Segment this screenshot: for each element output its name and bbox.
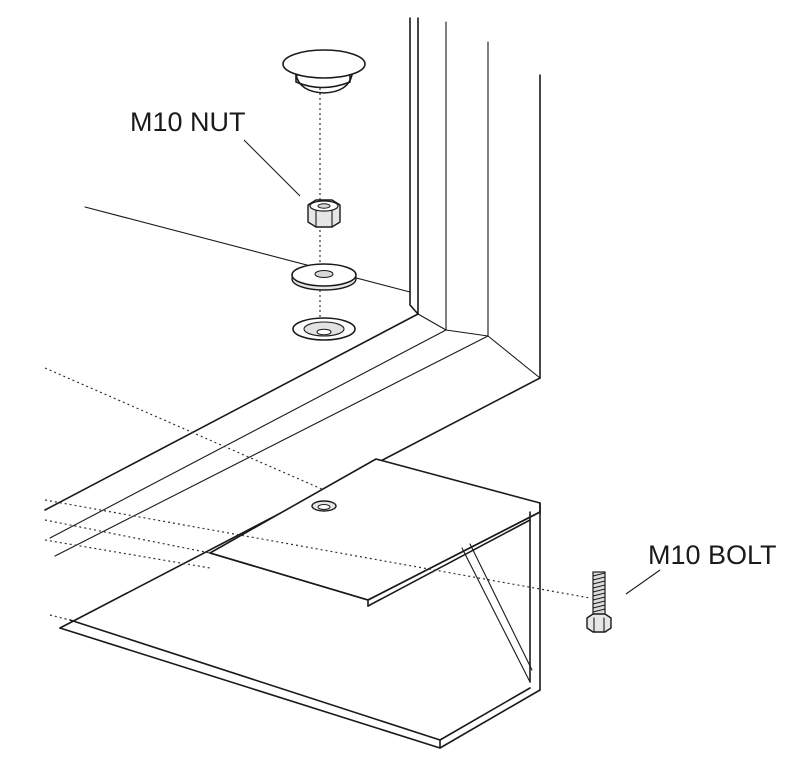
channel-bracket — [59, 458, 541, 749]
nut-label: M10 NUT — [130, 107, 246, 137]
bolt-callout: M10 BOLT — [625, 540, 777, 595]
frame — [44, 17, 541, 629]
bolt-label: M10 BOLT — [648, 540, 777, 570]
cap-icon — [282, 49, 366, 94]
countersunk-washer-icon — [292, 317, 356, 341]
guide-lines — [44, 88, 591, 621]
nut-callout: M10 NUT — [130, 107, 301, 197]
bolt-icon — [586, 571, 612, 633]
flat-washer-icon — [291, 263, 357, 291]
nut-icon — [307, 199, 341, 228]
